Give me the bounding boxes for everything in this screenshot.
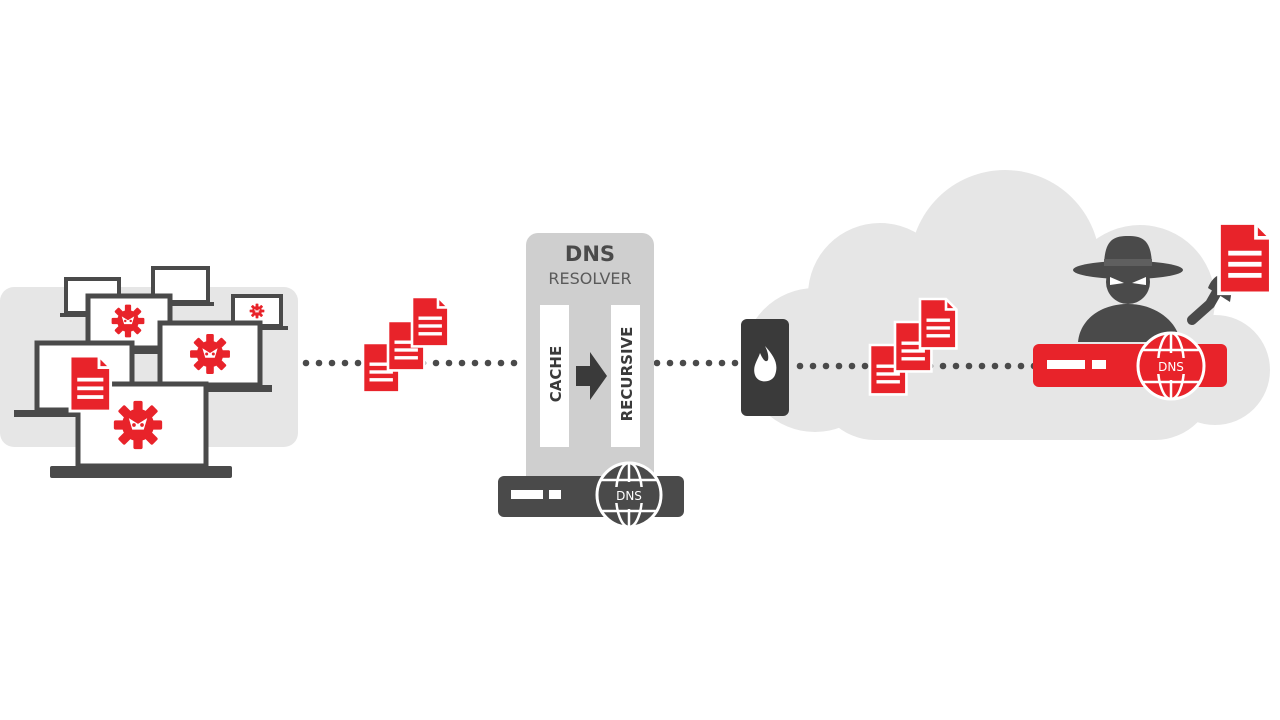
internet-cloud [743, 170, 1270, 440]
attacker [1073, 221, 1273, 342]
virus-icon [113, 400, 163, 450]
firewall [741, 319, 789, 416]
attacker-globe-label: DNS [1158, 360, 1184, 374]
arrow-right-icon [576, 352, 607, 400]
document-stack-left [361, 295, 450, 394]
laptop-front [50, 381, 232, 478]
resolver-globe-label: DNS [616, 489, 642, 503]
virus-icon [111, 304, 145, 338]
hat-icon [1073, 261, 1183, 279]
recursive-column [611, 305, 640, 447]
poisoned-record-document-icon [68, 354, 113, 413]
resolver-subtitle: RESOLVER [548, 269, 631, 288]
resolver-title: DNS [565, 242, 615, 266]
globe-icon: DNS [1136, 331, 1206, 401]
laptop-right [150, 320, 272, 392]
flame-icon [754, 346, 777, 382]
virus-icon [249, 303, 265, 319]
recursive-label: RECURSIVE [618, 327, 636, 422]
dns-resolver: DNS RESOLVER CACHE RECURSIVE DNS [498, 233, 684, 529]
malicious-dns-server: DNS [1033, 331, 1227, 401]
attacker-body [1078, 304, 1180, 342]
cache-label: CACHE [547, 346, 565, 402]
connection-line-resolver-firewall [653, 359, 739, 367]
forged-record-document-icon [1217, 221, 1273, 296]
infected-clients-group [0, 266, 298, 478]
cache-column [540, 305, 569, 447]
virus-icon [190, 334, 230, 374]
globe-icon: DNS [595, 461, 663, 529]
monitor-back-middle [147, 266, 214, 306]
